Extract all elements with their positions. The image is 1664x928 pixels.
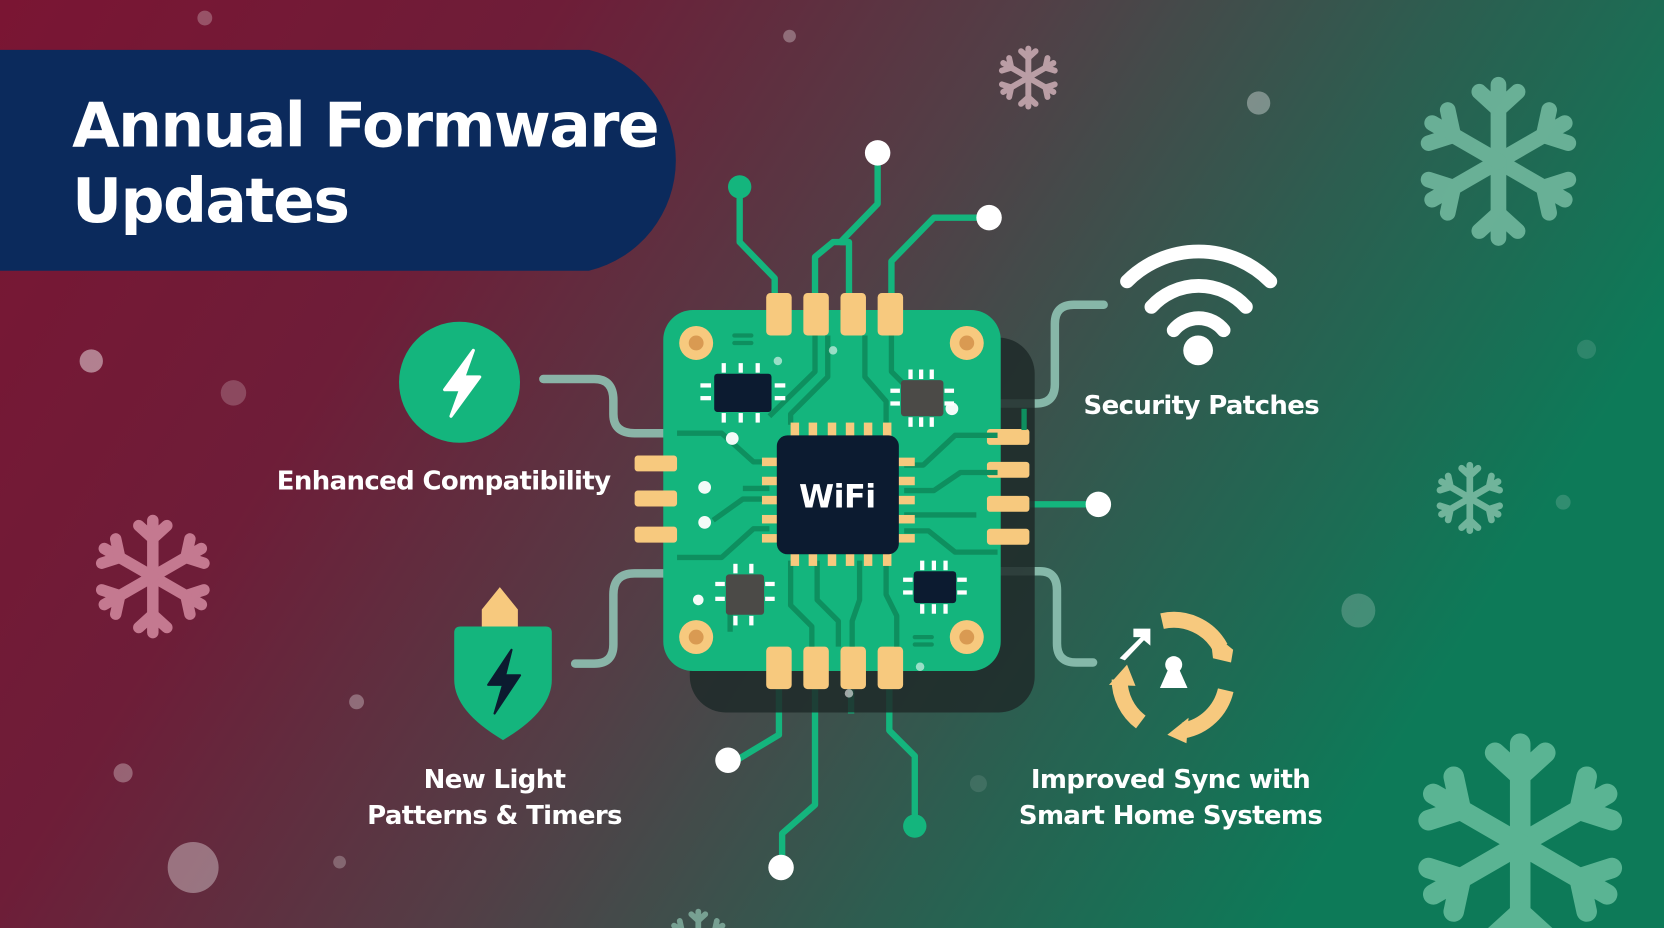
trace-endpoint-white: [976, 204, 1002, 231]
title-banner: Annual Formware Updates: [0, 49, 676, 271]
small-ic: [700, 363, 786, 423]
pcb-board: WiFi: [634, 293, 1035, 713]
shield-bulb-lightning-icon: [454, 587, 552, 741]
feature-label: Enhanced Compatibility: [277, 466, 611, 496]
trace-endpoint-green: [903, 814, 927, 838]
trace-endpoint-green: [728, 175, 752, 199]
mounting-holes: [679, 325, 984, 655]
feature-label: Patterns & Timers: [367, 801, 622, 831]
wifi-chip-label: WiFi: [799, 478, 876, 516]
feature-label: New Light: [424, 765, 566, 795]
trace-endpoint-white: [768, 854, 794, 881]
feature-new-light-patterns: New Light Patterns & Timers: [367, 587, 623, 831]
feature-connectors: [539, 300, 1108, 668]
lightning-bolt-circle-icon: [399, 321, 520, 443]
feature-enhanced-compatibility: Enhanced Compatibility: [277, 321, 612, 496]
feature-label: Security Patches: [1084, 391, 1320, 421]
sync-cycle-arrows-icon: [1108, 611, 1234, 744]
small-ic: [890, 369, 955, 427]
main-chip-pins: [761, 422, 915, 566]
feature-security-patches: Security Patches: [1084, 244, 1320, 421]
circuit-traces-top: [736, 152, 990, 311]
wifi-chip: [776, 435, 899, 555]
small-ic: [715, 563, 775, 626]
wifi-dot: [1183, 335, 1213, 366]
title-line-1: Annual Formware: [72, 90, 658, 162]
trace-endpoint-white: [1085, 491, 1112, 518]
feature-label: Improved Sync with: [1031, 765, 1310, 795]
feature-improved-sync: Improved Sync with Smart Home Systems: [1019, 611, 1323, 831]
background-dots: [79, 10, 1597, 893]
trace-endpoint-white: [864, 140, 891, 166]
trace-endpoint-white: [715, 747, 741, 773]
wifi-signal-icon: [1120, 244, 1278, 338]
title-line-2: Updates: [72, 165, 348, 237]
feature-label: Smart Home Systems: [1019, 801, 1322, 831]
small-ic: [903, 560, 967, 614]
